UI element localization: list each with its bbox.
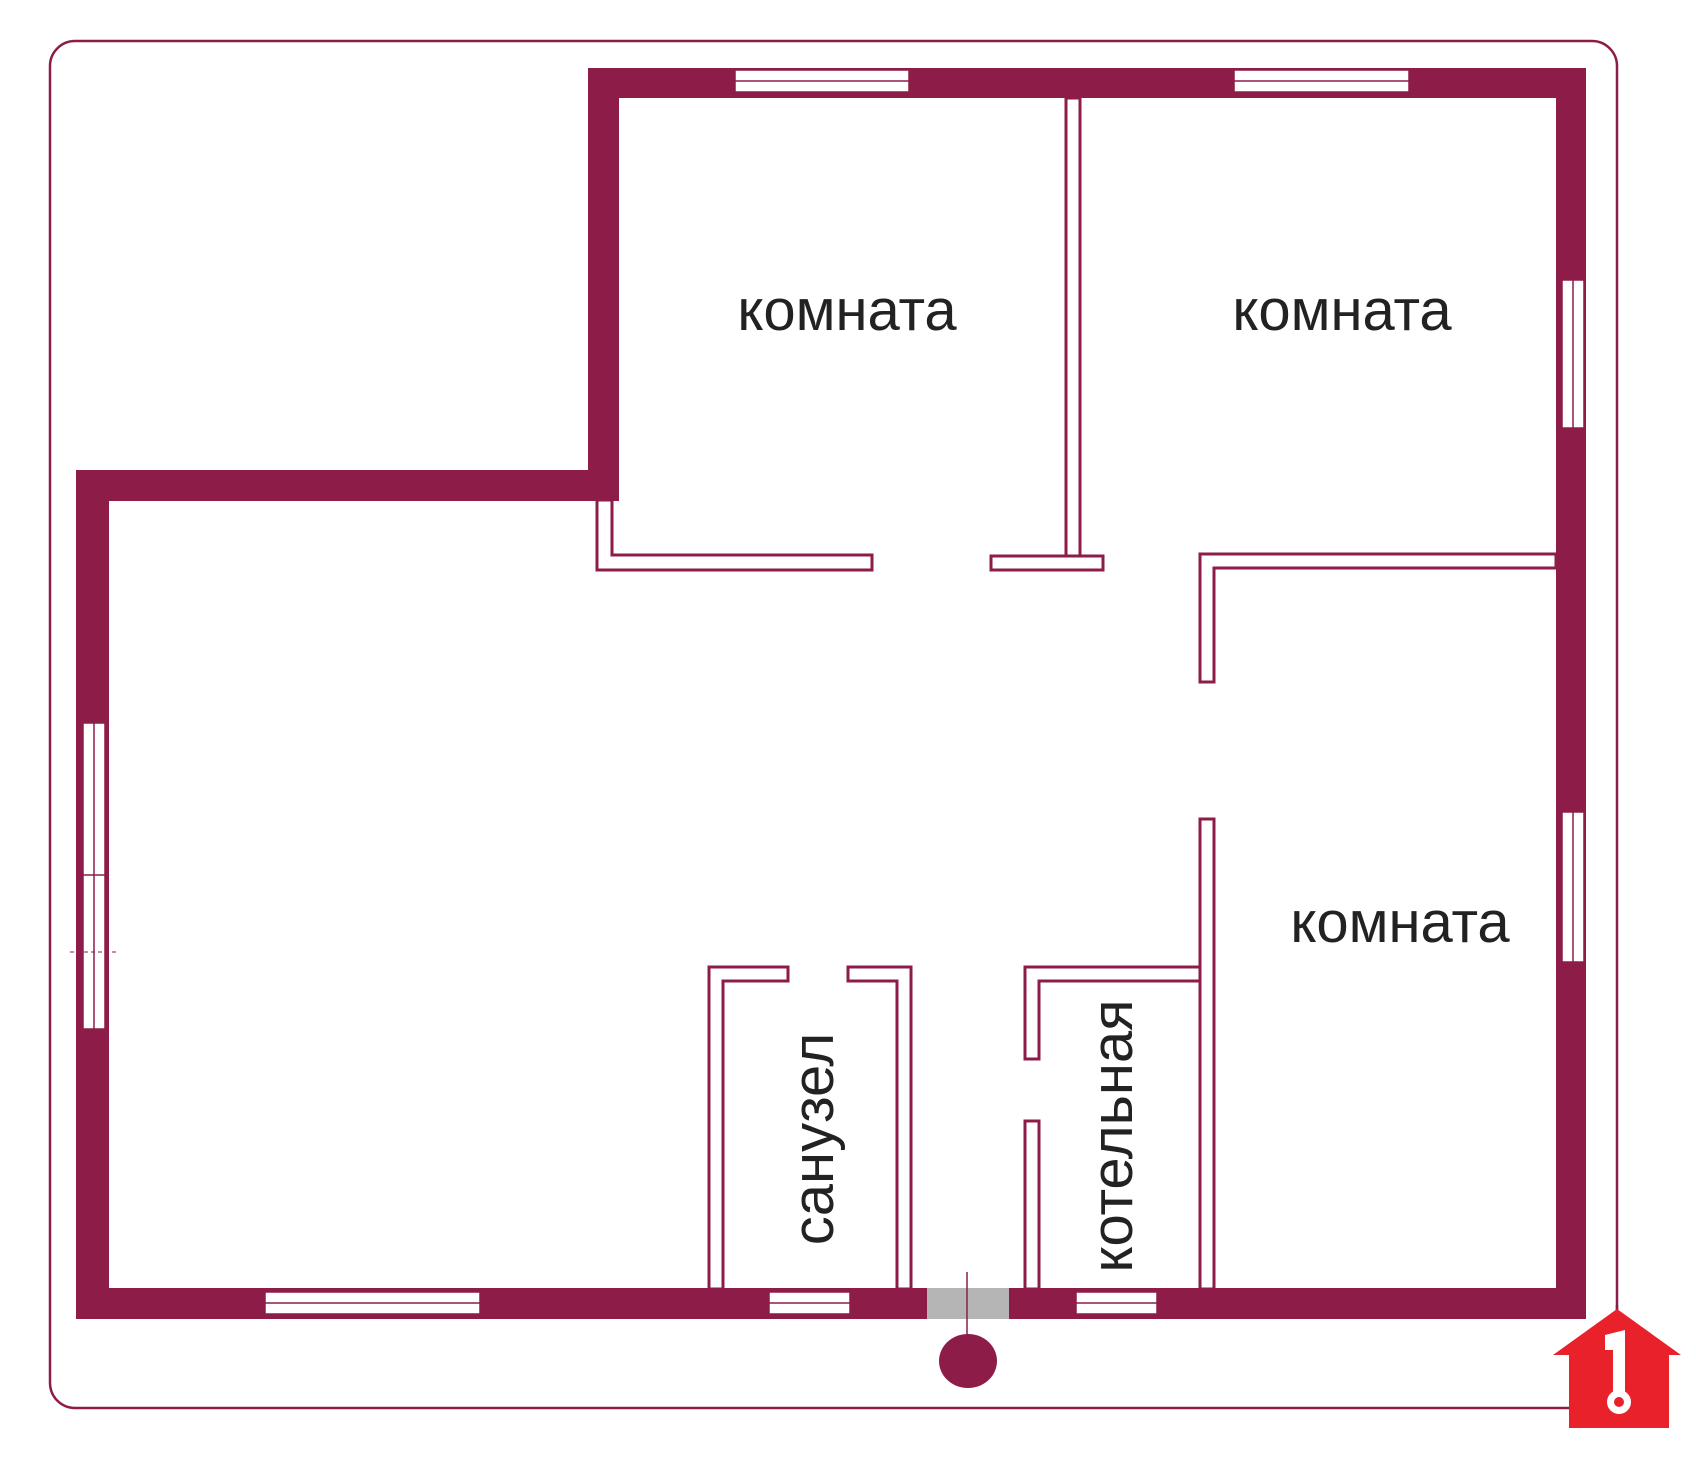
window-left <box>82 722 106 1030</box>
room-label-right: комната <box>1290 890 1510 955</box>
plot-boundary <box>48 39 1619 1410</box>
window-top-1 <box>734 69 910 93</box>
room-label-top-right: комната <box>1232 278 1452 343</box>
window-bottom-3 <box>1075 1291 1158 1315</box>
entrance-marker-icon <box>939 1334 997 1388</box>
windows <box>82 69 1585 1315</box>
window-bottom-1 <box>264 1291 481 1315</box>
window-bottom-2 <box>768 1291 851 1315</box>
house-key-badge-icon <box>1553 1305 1681 1428</box>
interior-walls <box>595 96 1558 1291</box>
entrance-door <box>927 1288 1009 1319</box>
window-right-1 <box>1561 279 1585 429</box>
room-label-bathroom: санузел <box>781 1033 846 1245</box>
room-label-boiler: котельная <box>1080 999 1145 1272</box>
window-right-2 <box>1561 811 1585 963</box>
window-top-2 <box>1233 69 1410 93</box>
room-label-top-left: комната <box>737 278 957 343</box>
